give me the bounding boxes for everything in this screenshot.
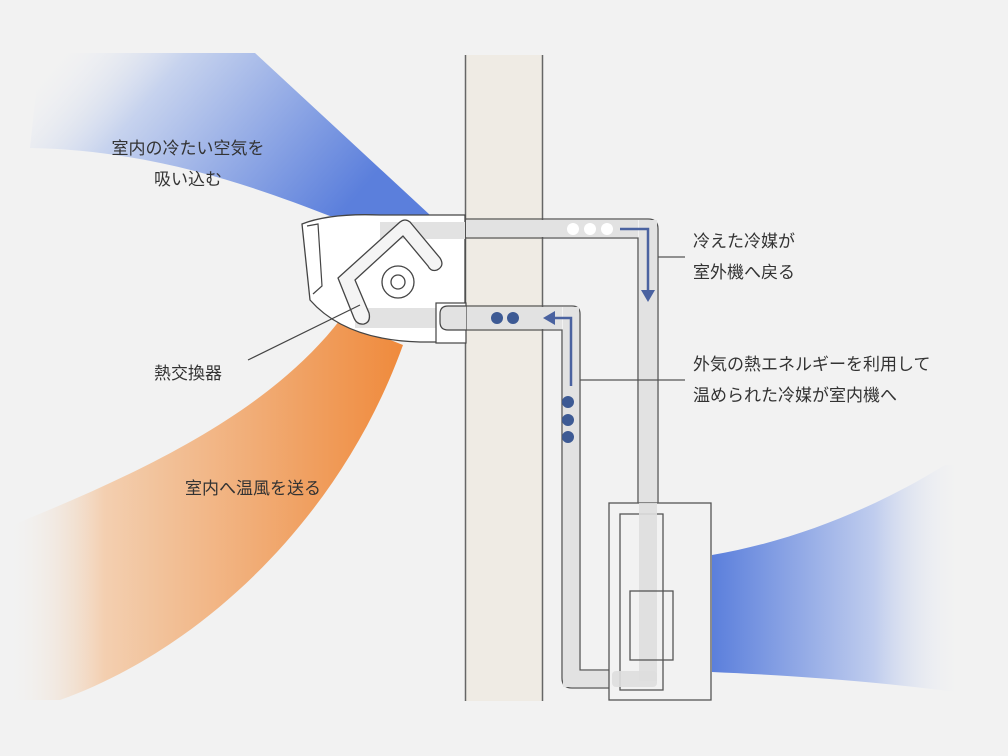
warmed-refrigerant-line1: 外気の熱エネルギーを利用して [693,355,931,375]
cooled-refrigerant-line1: 冷えた冷媒が [693,232,795,252]
warm-air-text: 室内へ温風を送る [185,479,321,499]
intake-label-line1: 室内の冷たい空気を [111,139,265,159]
cold-air-intake-stream [30,53,430,216]
warmed-refrigerant-label: 外気の熱エネルギーを利用して 温められた冷媒が室内機へ [693,350,931,412]
refrigerant-dot [491,312,503,324]
compressor [629,590,674,661]
wall [464,55,544,701]
warmed-refrigerant-line2: 温められた冷媒が室内機へ [693,386,897,406]
refrigerant-dot [567,223,579,235]
intake-label-line2: 吸い込む [154,170,222,190]
cooled-refrigerant-dots [567,223,613,235]
refrigerant-dot [584,223,596,235]
cooled-refrigerant-line2: 室外機へ戻る [693,263,795,283]
arrow-left-icon [543,311,573,386]
refrigerant-dot [562,414,574,426]
refrigerant-dot [601,223,613,235]
refrigerant-dot [507,312,519,324]
heat-exchanger-label: 熱交換器 [154,359,222,390]
fan-icon [381,265,415,299]
refrigerant-dot [562,396,574,408]
cooled-refrigerant-label: 冷えた冷媒が 室外機へ戻る [693,227,795,289]
refrigerant-dot [562,431,574,443]
heat-exchanger-text: 熱交換器 [154,364,222,384]
warmed-refrigerant-dots [491,312,574,443]
indoor-unit [301,214,467,344]
heat-exchanger-coil [337,219,443,325]
heat-exchanger-leader [247,304,361,361]
warm-air-output-stream [5,320,403,700]
outdoor-unit [608,502,712,701]
warm-air-label: 室内へ温風を送る [185,474,321,505]
intake-label: 室内の冷たい空気を 吸い込む [78,134,298,196]
arrow-down-icon [620,227,655,302]
outdoor-cold-air-stream [712,465,1008,700]
